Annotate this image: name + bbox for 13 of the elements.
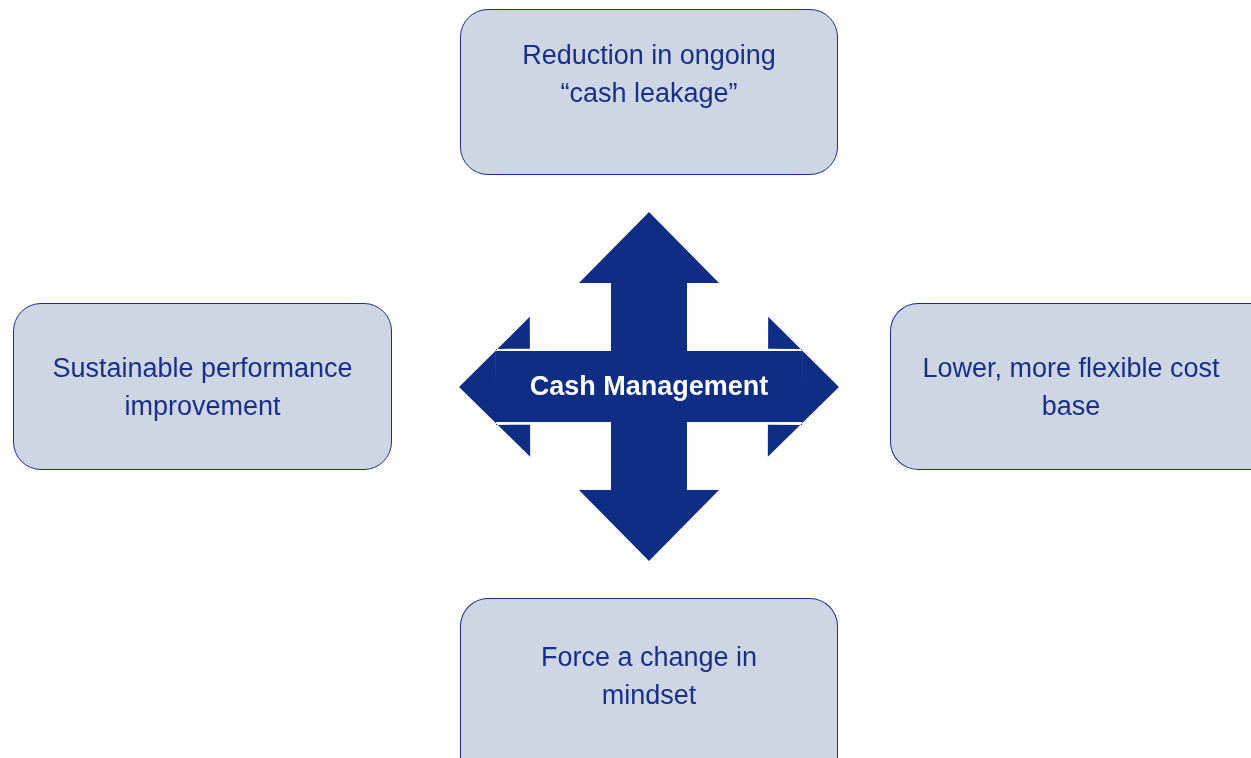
center-label: Cash Management [529,371,769,402]
block-arrow [579,422,719,561]
rounded-box [460,598,838,758]
block-arrow [459,316,531,457]
block-arrow [767,316,839,457]
box-label: Lower, more flexible cost base [921,351,1221,423]
rounded-box [13,303,392,470]
box-label: Reduction in ongoing “cash leakage” [521,39,777,110]
box-label: Sustainable performance improvement [51,351,354,423]
rounded-box [460,9,838,175]
block-arrow [579,212,719,351]
rounded-box [890,303,1251,470]
box-label: Force a change in mindset [539,640,759,712]
